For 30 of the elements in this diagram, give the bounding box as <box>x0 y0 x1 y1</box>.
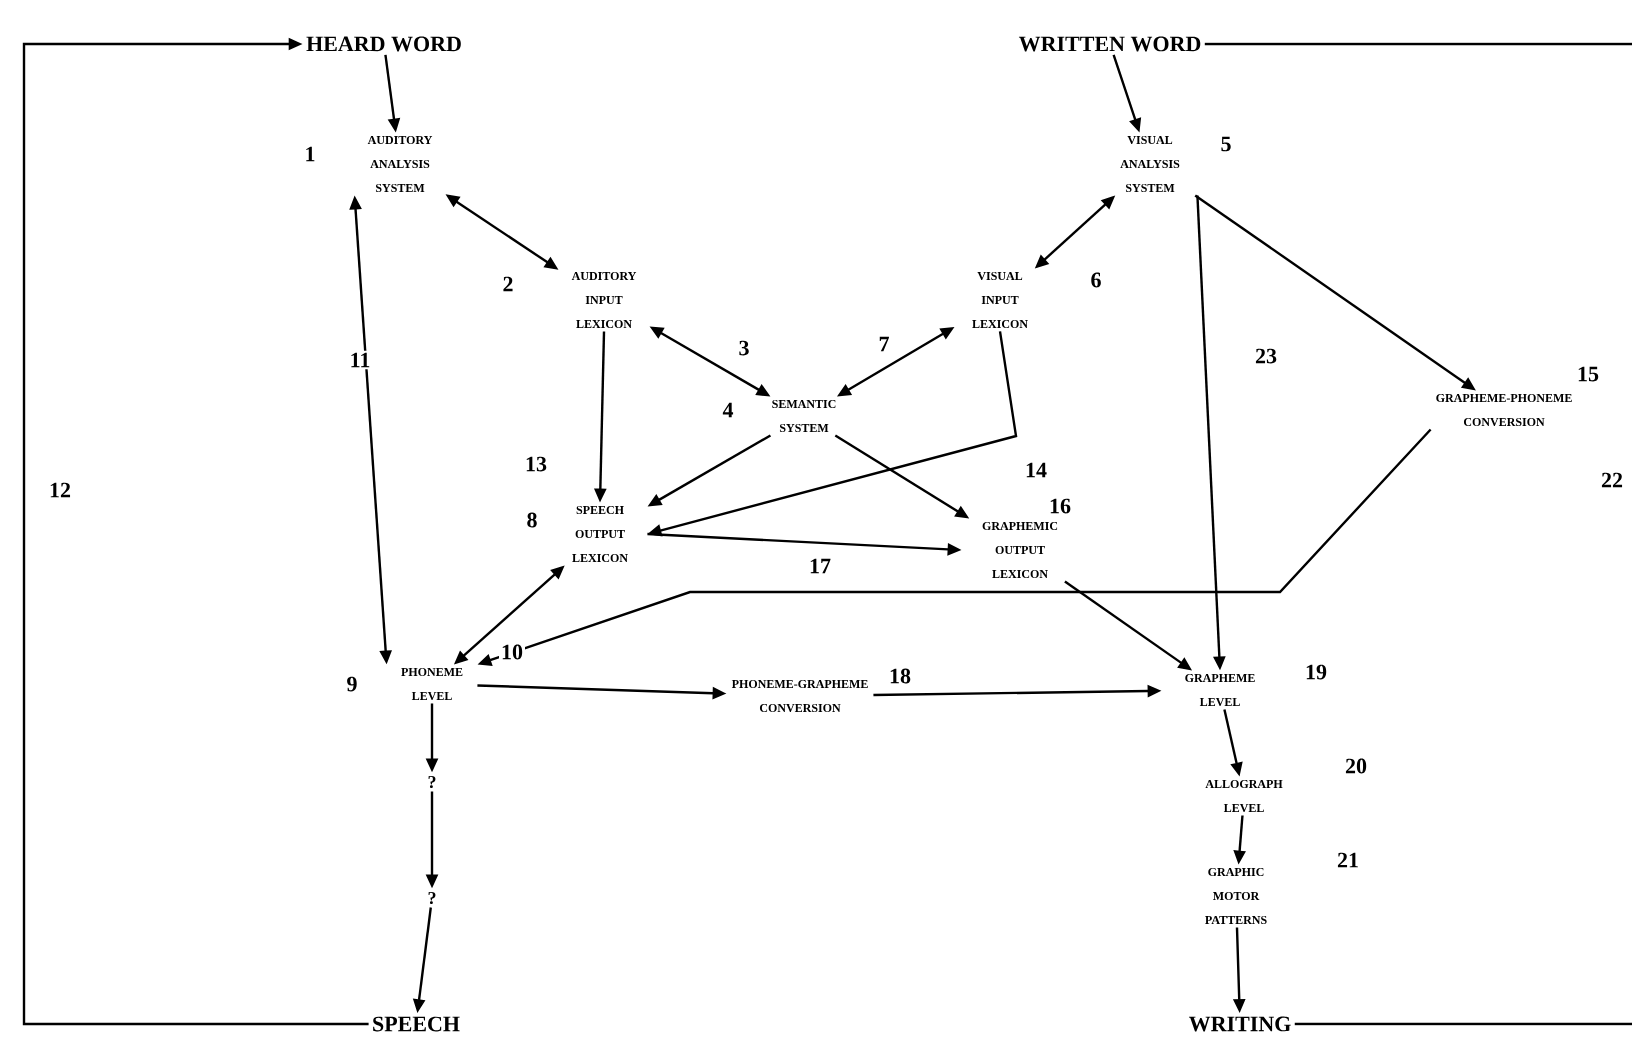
arrow <box>22 37 369 1026</box>
stage-number: 20 <box>1345 758 1367 774</box>
stage-number: 5 <box>1221 136 1231 152</box>
stage-number: 9 <box>347 676 357 692</box>
stage-number: 6 <box>1091 272 1101 288</box>
question-mark: ? <box>428 891 436 905</box>
edge-label: 11 <box>347 350 373 370</box>
heading-text: SPEECH <box>373 1016 460 1032</box>
stage-number: 8 <box>527 512 537 528</box>
stage-number: 19 <box>1306 664 1327 680</box>
heading-text: HEARD WORD <box>306 36 461 52</box>
edge-label: 14 <box>1023 460 1049 480</box>
stage-number: 4 <box>722 402 734 418</box>
stage-number: 2 <box>503 276 513 292</box>
edge-label: 23 <box>1253 346 1279 366</box>
question-mark: ? <box>428 775 436 789</box>
stage-number: 15 <box>1578 366 1599 382</box>
edge-label: 3 <box>736 338 752 358</box>
edge-label: 7 <box>876 334 892 354</box>
stage-number: 16 <box>1050 498 1071 514</box>
heading-text: WRITING <box>1189 1016 1291 1032</box>
edge-label: 22 <box>1599 470 1626 490</box>
edge-label: 13 <box>523 454 549 474</box>
stage-number: 1 <box>306 146 315 162</box>
heading-text: WRITTEN WORD <box>1018 36 1201 52</box>
stage-number: 18 <box>890 668 911 684</box>
stage-number: 21 <box>1337 852 1358 868</box>
edge-label: 12 <box>47 480 73 500</box>
edge-label: 10 <box>499 642 525 662</box>
edge-label: 17 <box>807 556 833 576</box>
